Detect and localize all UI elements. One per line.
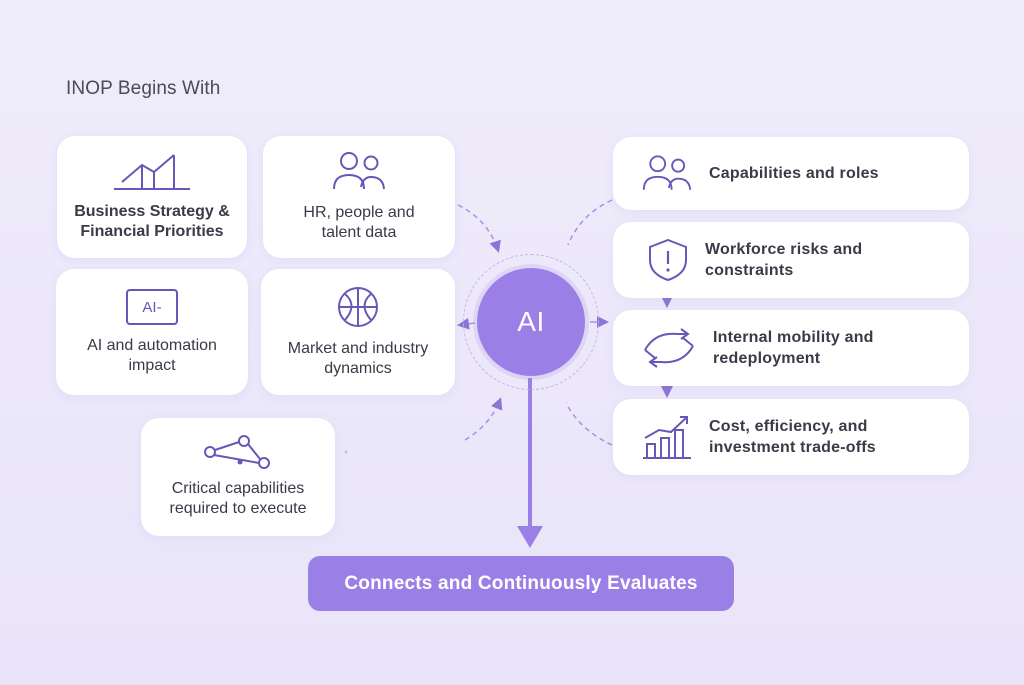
connector-right-bottom <box>565 402 613 446</box>
input-label: Market and industry dynamics <box>287 340 429 377</box>
diagram-heading: INOP Begins With <box>66 78 221 99</box>
growth-chart-icon <box>112 152 192 192</box>
ai-hub-label: AI <box>517 306 545 337</box>
shield-alert-icon <box>647 238 689 282</box>
input-label: AI and automation impact <box>87 337 217 374</box>
connector-hr-to-ai <box>457 204 501 253</box>
input-card-critical-capabilities: Critical capabilities required to execut… <box>141 418 335 536</box>
ai-chip-icon <box>125 288 179 326</box>
output-card-workforce-risks: Workforce risks and constraints <box>613 222 969 298</box>
people-icon <box>331 151 387 193</box>
bar-growth-icon <box>641 414 693 460</box>
input-card-business-strategy: Business Strategy & Financial Priorities <box>57 136 247 258</box>
result-label: Connects and Continuously Evaluates <box>344 572 698 594</box>
result-banner: Connects and Continuously Evaluates <box>308 556 734 611</box>
input-card-market-dynamics: Market and industry dynamics <box>261 269 455 395</box>
globe-icon <box>336 285 380 329</box>
output-label: Internal mobility and redeployment <box>713 329 874 367</box>
output-card-capabilities-roles: Capabilities and roles <box>613 137 969 210</box>
ai-chip-badge: AI- <box>142 299 162 316</box>
input-card-ai-automation: AI- AI and automation impact <box>56 269 248 395</box>
output-card-internal-mobility: Internal mobility and redeployment <box>613 310 969 386</box>
cycle-arrows-icon <box>641 328 697 368</box>
output-card-cost-efficiency: Cost, efficiency, and investment trade-o… <box>613 399 969 475</box>
input-label: Business Strategy & Financial Priorities <box>74 203 230 240</box>
people-icon <box>641 154 693 194</box>
output-label: Cost, efficiency, and investment trade-o… <box>709 418 876 456</box>
arrowhead-ai-to-result <box>517 526 543 548</box>
network-nodes-icon <box>202 435 274 469</box>
input-label: Critical capabilities required to execut… <box>169 480 307 517</box>
input-label: HR, people and talent data <box>303 204 415 241</box>
output-label: Workforce risks and constraints <box>705 241 863 279</box>
connector-critical-to-ai <box>464 397 503 441</box>
ai-dashed-ring <box>463 254 599 390</box>
ai-hub: AI <box>477 268 585 376</box>
output-label: Capabilities and roles <box>709 165 879 182</box>
connector-right-top <box>567 199 613 246</box>
input-card-hr-data: HR, people and talent data <box>263 136 455 258</box>
